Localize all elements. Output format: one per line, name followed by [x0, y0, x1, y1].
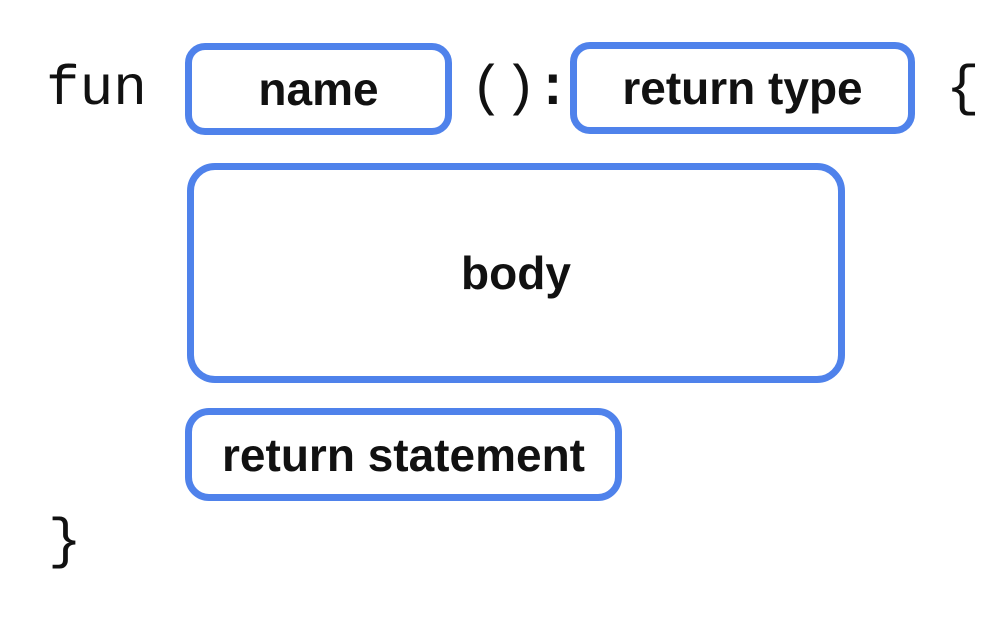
- return-type-slot-label: return type: [622, 62, 863, 114]
- name-slot-label: name: [258, 63, 379, 115]
- open-brace-token: {: [946, 56, 980, 121]
- colon-token: :: [536, 56, 570, 121]
- name-slot-box: name: [185, 43, 452, 135]
- parentheses-token: (): [470, 56, 538, 121]
- body-slot-label: body: [461, 247, 571, 299]
- return-type-slot-box: return type: [570, 42, 915, 134]
- body-slot-box: body: [187, 163, 845, 383]
- close-brace-token: }: [48, 509, 82, 574]
- return-statement-slot-box: return statement: [185, 408, 622, 501]
- fun-keyword-token: fun: [46, 56, 147, 121]
- return-statement-slot-label: return statement: [222, 428, 585, 481]
